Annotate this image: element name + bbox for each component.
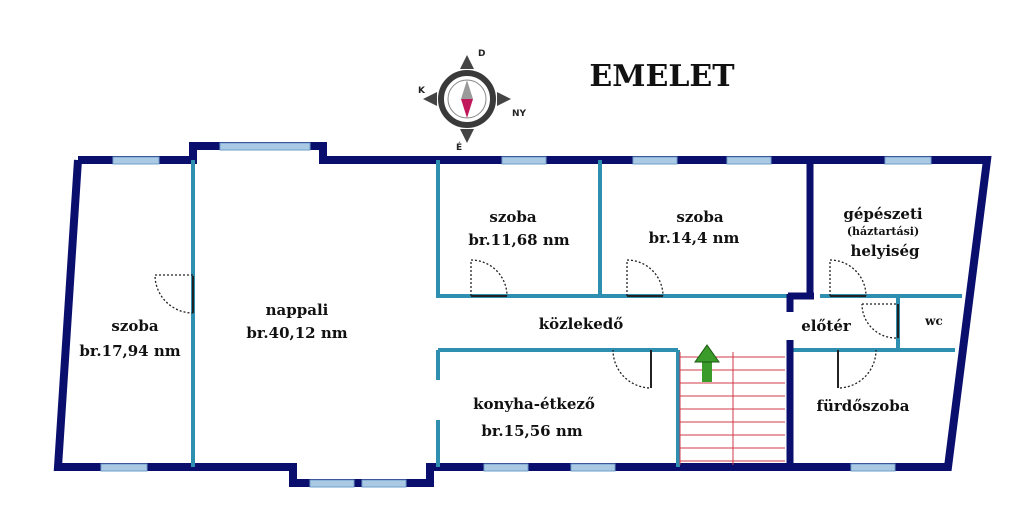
stair-arrow-icon: [694, 344, 720, 382]
room-name: szoba: [676, 208, 723, 226]
room-konyha: konyha-étkező br.15,56 nm: [473, 395, 595, 440]
room-szoba-middle: szoba br.11,68 nm: [468, 208, 569, 249]
doors: [154, 259, 899, 389]
room-szoba-east: szoba br.14,4 nm: [649, 208, 740, 247]
room-name: konyha-étkező: [473, 395, 595, 413]
room-name: gépészeti: [843, 205, 922, 223]
room-area: br.40,12 nm: [246, 324, 347, 342]
room-gepeszeti: gépészeti (háztartási) helyiség: [843, 205, 922, 260]
room-name: nappali: [266, 301, 329, 319]
staircase: [679, 352, 785, 465]
room-subtitle: (háztartási): [847, 225, 919, 238]
room-kozlekedo: közlekedő: [539, 315, 624, 333]
room-eloter: előtér: [801, 317, 852, 335]
compass-south-label: D: [478, 49, 485, 59]
room-wc: wc: [924, 314, 943, 328]
compass-icon: D K NY É: [418, 49, 527, 153]
compass-north-label: É: [456, 141, 462, 153]
room-szoba-west: szoba br.17,94 nm: [79, 317, 180, 360]
room-nappali: nappali br.40,12 nm: [246, 301, 347, 342]
windows: [100, 142, 932, 488]
room-area: br.15,56 nm: [481, 422, 582, 440]
compass-west-label: NY: [512, 109, 527, 119]
room-name-line2: helyiség: [850, 242, 920, 260]
room-area: br.14,4 nm: [649, 229, 740, 247]
structural-walls: [786, 160, 814, 467]
room-area: br.17,94 nm: [79, 342, 180, 360]
room-furdoszoba: fürdőszoba: [817, 397, 910, 415]
outer-wall: [53, 142, 992, 487]
room-area: br.11,68 nm: [468, 231, 569, 249]
room-name: szoba: [111, 317, 158, 335]
plan-title: EMELET: [589, 59, 735, 94]
room-name: előtér: [801, 317, 852, 335]
room-name: fürdőszoba: [817, 397, 910, 415]
room-name: wc: [924, 314, 943, 328]
compass-east-label: K: [418, 86, 426, 96]
room-name: szoba: [489, 208, 536, 226]
room-name: közlekedő: [539, 315, 624, 333]
